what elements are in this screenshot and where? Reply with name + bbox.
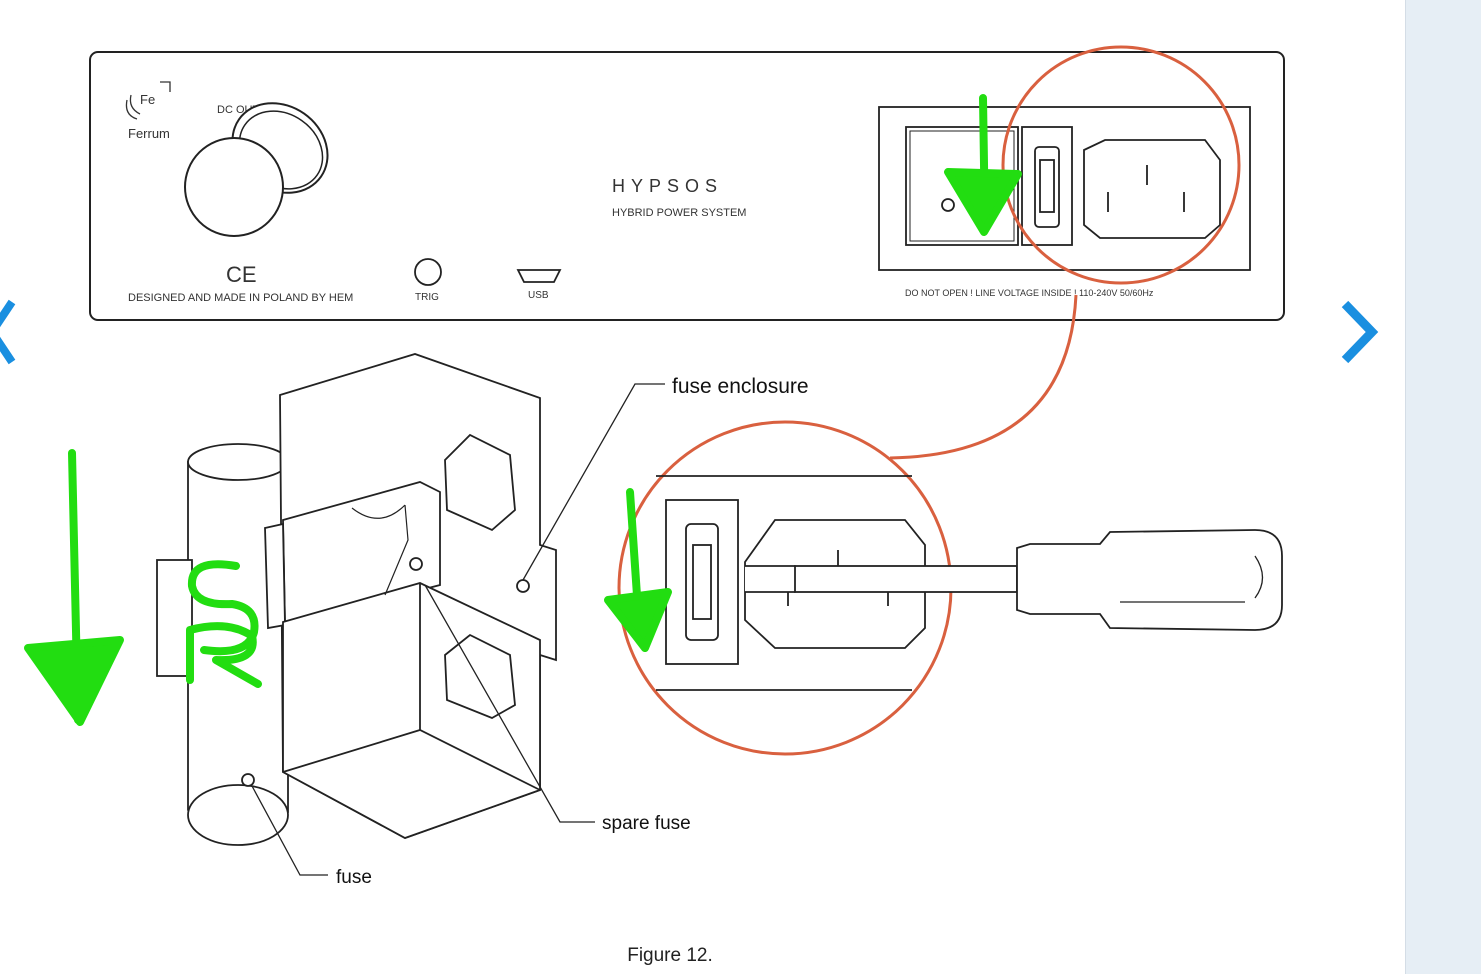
right-side-panel	[1405, 0, 1481, 974]
green-annotations	[24, 94, 1022, 726]
label-spare-fuse: spare fuse	[602, 813, 691, 834]
chevron-left-icon	[0, 299, 16, 365]
power-inlet-module	[878, 106, 1251, 271]
label-fuse: fuse	[336, 867, 372, 888]
trig-port: TRIG	[414, 258, 442, 303]
usb-label: USB	[528, 290, 549, 301]
leader-lines	[251, 383, 665, 876]
handwritten-sr-annotation	[186, 560, 262, 688]
next-slide-button[interactable]	[1341, 300, 1379, 364]
usb-port: USB	[516, 269, 562, 301]
trig-label: TRIG	[415, 292, 439, 303]
brand-name: Ferrum	[128, 126, 170, 141]
chevron-right-icon	[1341, 300, 1379, 364]
model-name: HYPSOS	[612, 176, 723, 196]
device-back-panel	[89, 51, 1285, 321]
model-subtitle: HYBRID POWER SYSTEM	[612, 207, 746, 219]
green-arrow-middle	[604, 488, 672, 652]
label-fuse-enclosure: fuse enclosure	[672, 375, 809, 398]
dc-out-connector: DC OUT	[184, 102, 329, 237]
figure-caption: Figure 12.	[627, 945, 713, 966]
zoomed-inlet-detail	[656, 475, 926, 691]
ce-mark: CE	[226, 262, 257, 287]
green-arrow-top	[944, 94, 1022, 236]
ferrum-logo: Fe Ferrum	[125, 81, 171, 141]
logo-mark: Fe	[140, 92, 155, 107]
warning-text: DO NOT OPEN ! LINE VOLTAGE INSIDE ! 110-…	[905, 288, 1154, 298]
green-arrow-left	[24, 449, 124, 726]
screwdriver	[745, 529, 1283, 631]
designed-text: DESIGNED AND MADE IN POLAND BY HEM	[128, 292, 353, 304]
prev-slide-button[interactable]	[0, 299, 16, 365]
figure-illustration: Fe Ferrum DC OUT HYPSOS HYBRID POWER SYS…	[0, 45, 1379, 888]
fuse-holder-drawing	[156, 353, 557, 846]
callout-circles	[617, 45, 1241, 756]
